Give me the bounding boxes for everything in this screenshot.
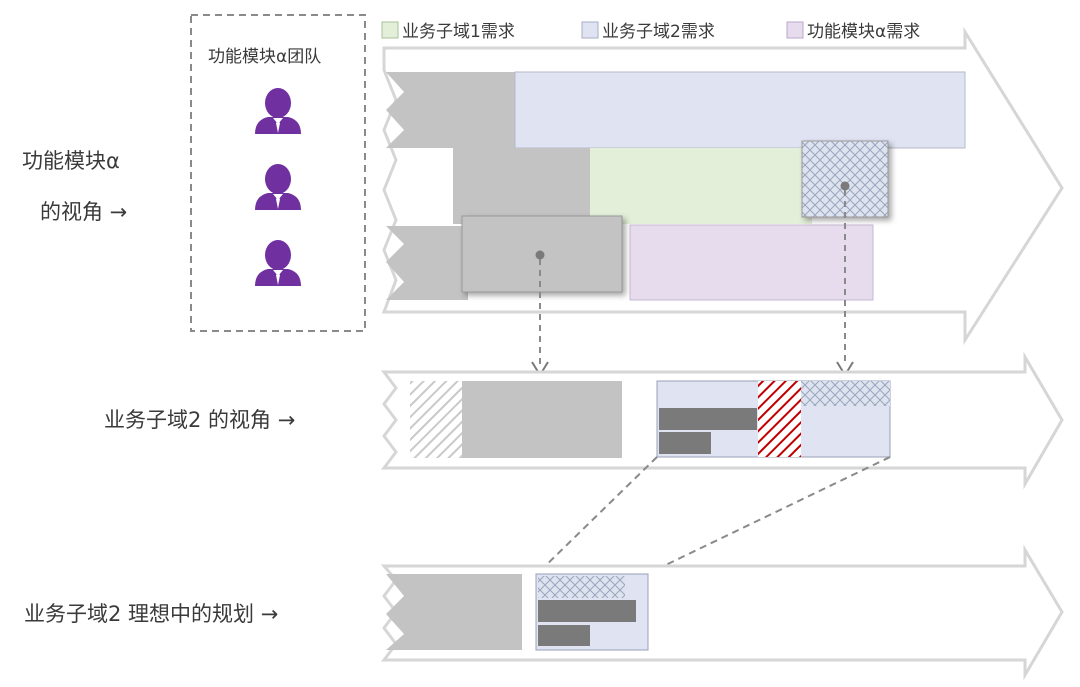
gray-block (386, 72, 515, 148)
gray-block (453, 148, 590, 224)
zoom-line (646, 456, 891, 575)
team-box (190, 14, 366, 332)
legend-label-module-alpha: 功能模块α需求 (807, 22, 921, 42)
dark-bar (659, 408, 757, 430)
dark-bar (538, 625, 590, 646)
legend-swatch-module-alpha (786, 21, 804, 39)
person-icon (255, 240, 301, 286)
legend-label-domain1: 业务子域1需求 (402, 22, 515, 42)
zoom-line (536, 456, 658, 575)
hatched-gray-block (410, 381, 462, 458)
row-label-domain2-ideal: 业务子域2 理想中的规划 → (24, 602, 279, 626)
team-box-title: 功能模块α团队 (208, 47, 322, 67)
connector-dot (840, 181, 850, 191)
domain2-requirement-block (514, 71, 966, 149)
dark-bar (538, 600, 636, 622)
crosshatch-strip (801, 381, 890, 406)
red-hatched-block (758, 381, 801, 457)
gray-block (386, 574, 522, 650)
legend-swatch-domain1 (381, 21, 399, 39)
person-icon (255, 88, 301, 134)
connector-dot (535, 250, 545, 260)
domain1-requirement-block (590, 148, 812, 224)
gray-block (386, 226, 468, 300)
row-label-module-view-line2: 的视角 → (40, 200, 128, 224)
person-icon (255, 164, 301, 210)
row-label-module-view-line1: 功能模块α (22, 149, 120, 173)
dark-bar (659, 432, 711, 454)
gray-block (462, 381, 622, 458)
legend-swatch-domain2 (581, 21, 599, 39)
row-label-domain2-view: 业务子域2 的视角 → (104, 408, 296, 432)
module-alpha-requirement-block (629, 224, 874, 301)
legend-label-domain2: 业务子域2需求 (602, 22, 715, 42)
crosshatch-strip (538, 576, 625, 598)
